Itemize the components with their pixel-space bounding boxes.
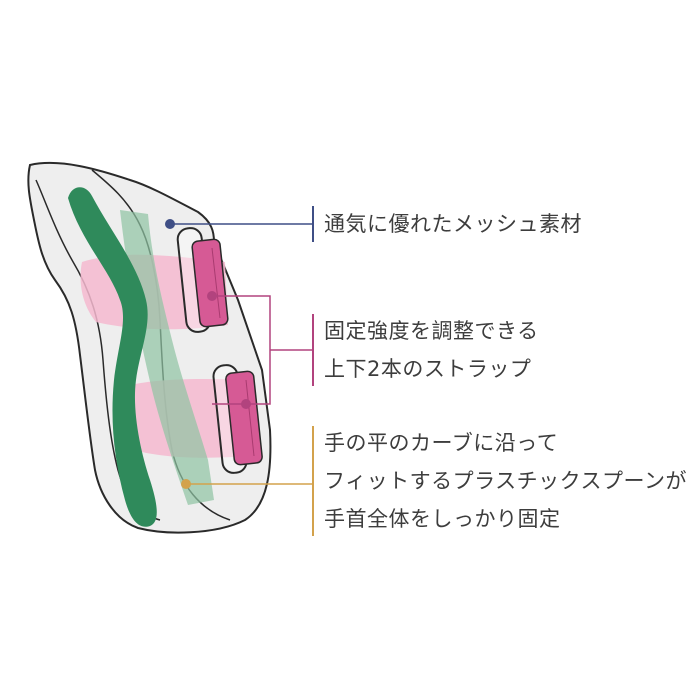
spoon-callout-line1: 手の平のカーブに沿って [324,431,559,455]
lower-strap-tab [225,370,263,466]
spoon-callout-line3: 手首全体をしっかり固定 [324,507,561,531]
spoon-callout-bar [312,426,314,536]
upper-strap-pointer-dot [207,291,217,301]
spoon-pointer-dot [181,479,191,489]
spoon-callout-line2: フィットするプラスチックスプーンが [324,469,687,493]
strap-callout-line2: 上下2本のストラップ [324,357,532,381]
strap-callout-line1: 固定強度を調整できる [324,319,539,343]
metal-stay [68,187,157,527]
mesh-callout-text: 通気に優れたメッシュ素材 [324,212,582,236]
mesh-callout-bar [312,206,314,242]
plastic-spoon [120,210,214,505]
lower-strap-pointer-dot [241,399,251,409]
mesh-pointer-dot [165,219,175,229]
strap-callout-bar [312,314,314,386]
